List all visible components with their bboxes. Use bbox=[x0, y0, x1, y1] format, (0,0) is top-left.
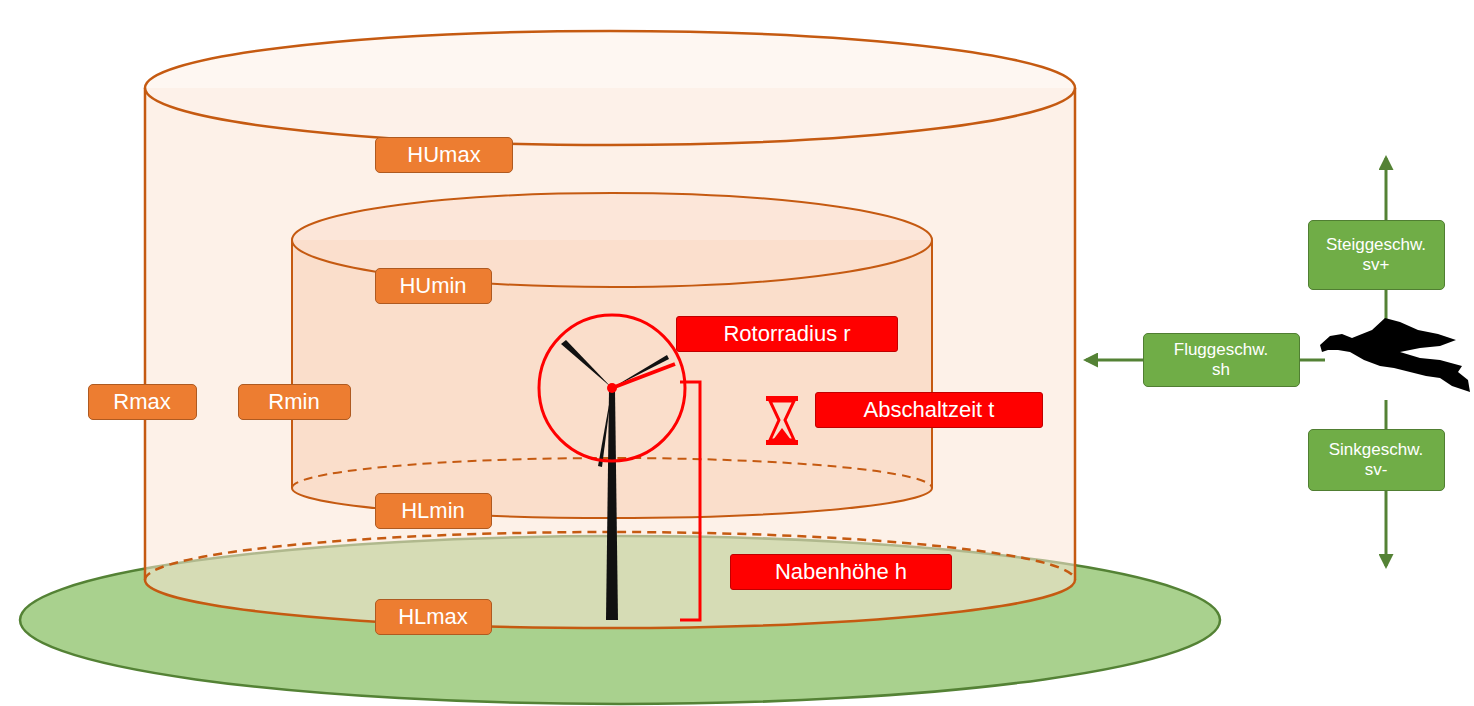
parameter-label: Abschaltzeit t bbox=[815, 392, 1043, 428]
rotor-radius-line bbox=[612, 364, 675, 388]
inner-cylinder-side bbox=[931, 240, 933, 488]
height-label: HUmax bbox=[375, 137, 513, 173]
outer-cylinder-top bbox=[145, 31, 1075, 145]
parameter-label: Rotorradius r bbox=[676, 316, 898, 352]
label-text: Rmax bbox=[113, 389, 170, 414]
label-text: HUmax bbox=[407, 142, 480, 167]
turbine-tower bbox=[606, 390, 618, 620]
label-text: Rmin bbox=[268, 389, 319, 414]
height-label: HLmax bbox=[375, 599, 492, 635]
radius-label: Rmin bbox=[238, 384, 351, 420]
label-text: HLmax bbox=[398, 604, 468, 629]
hourglass-icon bbox=[766, 396, 798, 445]
height-label: HUmin bbox=[375, 268, 492, 304]
label-text: Steiggeschw. sv+ bbox=[1326, 235, 1426, 274]
speed-label: Sinkgeschw. sv- bbox=[1308, 429, 1445, 491]
label-text: Abschaltzeit t bbox=[864, 397, 995, 422]
rotor-circle bbox=[539, 315, 685, 461]
label-text: Sinkgeschw. sv- bbox=[1329, 440, 1424, 479]
bird-silhouette bbox=[1320, 318, 1470, 392]
parameter-label: Nabenhöhe h bbox=[730, 554, 952, 590]
speed-label: Fluggeschw. sh bbox=[1143, 333, 1300, 387]
radius-label: Rmax bbox=[88, 384, 197, 420]
turbine-blade bbox=[598, 388, 612, 467]
height-label: HLmin bbox=[375, 493, 492, 529]
label-text: HUmin bbox=[399, 273, 466, 298]
inner-cylinder-side bbox=[291, 240, 293, 488]
label-text: Fluggeschw. sh bbox=[1174, 340, 1269, 379]
outer-cylinder-body bbox=[145, 88, 1075, 628]
label-text: Nabenhöhe h bbox=[775, 559, 907, 584]
outer-cylinder-side bbox=[1074, 88, 1077, 580]
label-text: Rotorradius r bbox=[723, 321, 850, 346]
speed-label: Steiggeschw. sv+ bbox=[1308, 220, 1445, 290]
outer-cylinder-side bbox=[144, 88, 147, 580]
hub-height-bracket bbox=[680, 382, 700, 620]
turbine-hub bbox=[607, 383, 617, 393]
turbine-blade bbox=[561, 340, 612, 388]
label-text: HLmin bbox=[401, 498, 465, 523]
